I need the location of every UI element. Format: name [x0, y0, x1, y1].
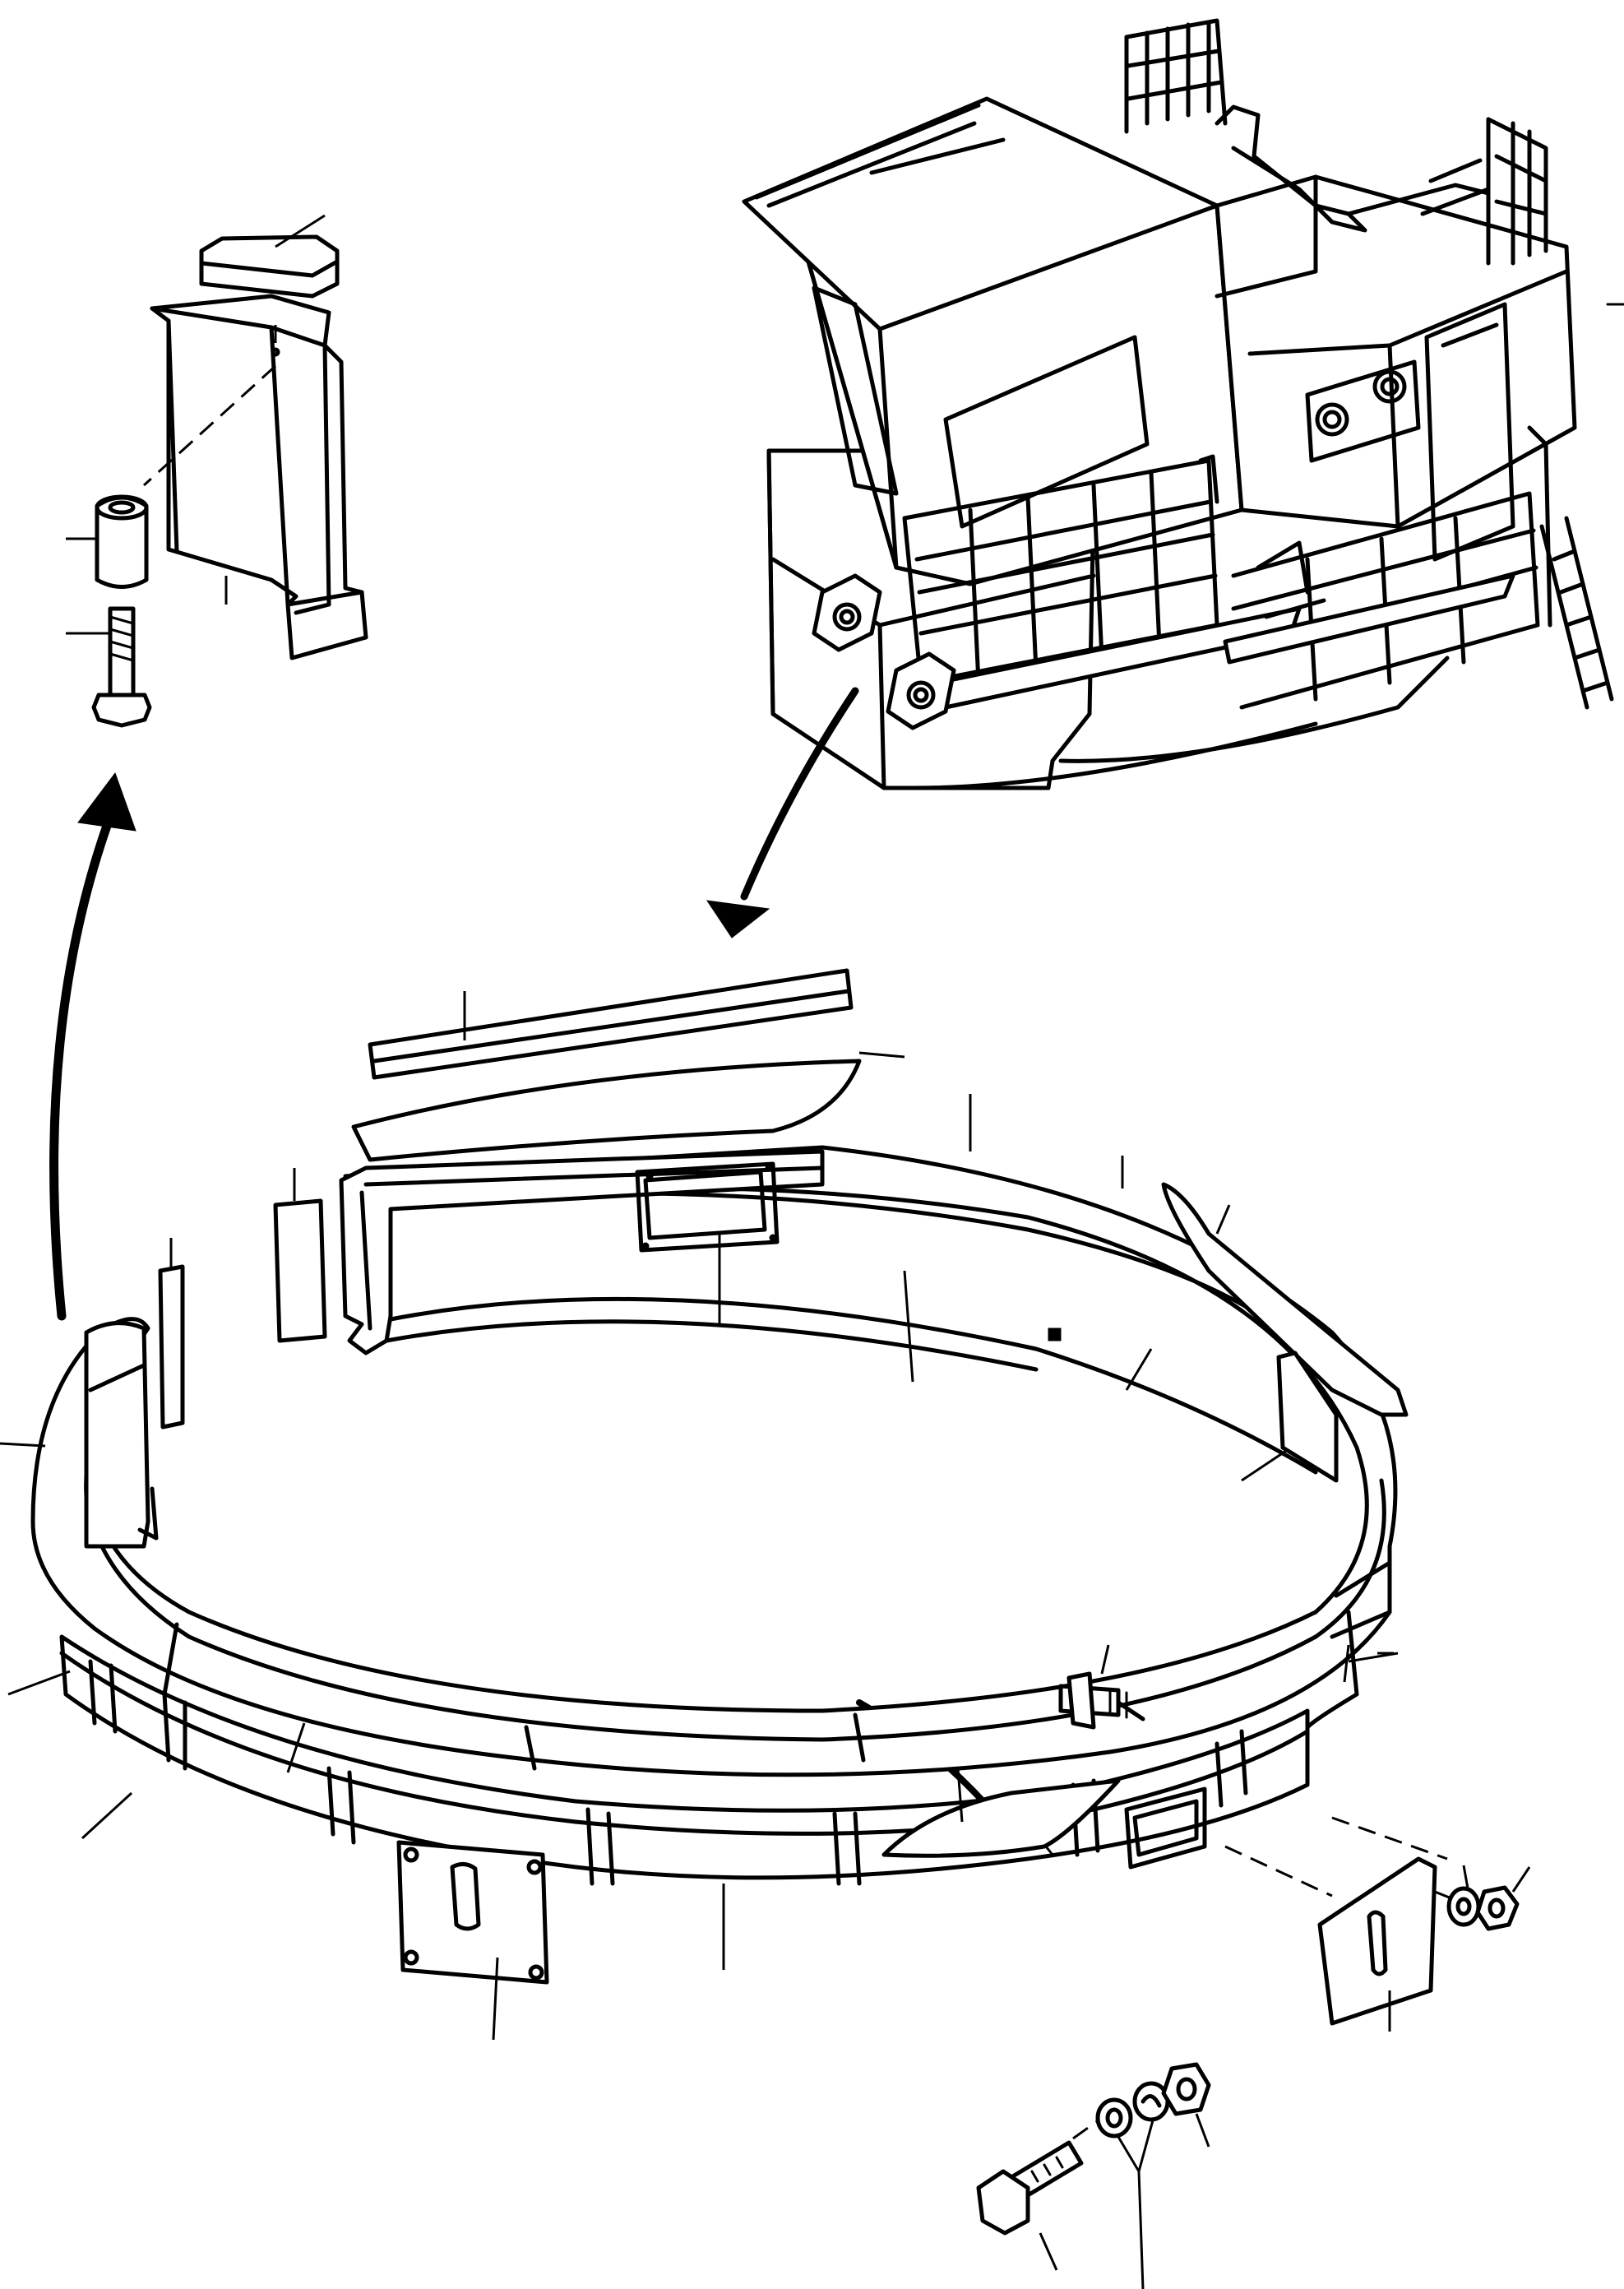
cover-bracket-detail: [66, 214, 368, 728]
upper-structure-cab: [742, 18, 1624, 790]
swing-circle-cover-assembly: [0, 968, 1409, 2041]
bolt-washer-nut-detail: [976, 2062, 1211, 2289]
side-cover-fasteners: [1224, 1816, 1531, 2032]
